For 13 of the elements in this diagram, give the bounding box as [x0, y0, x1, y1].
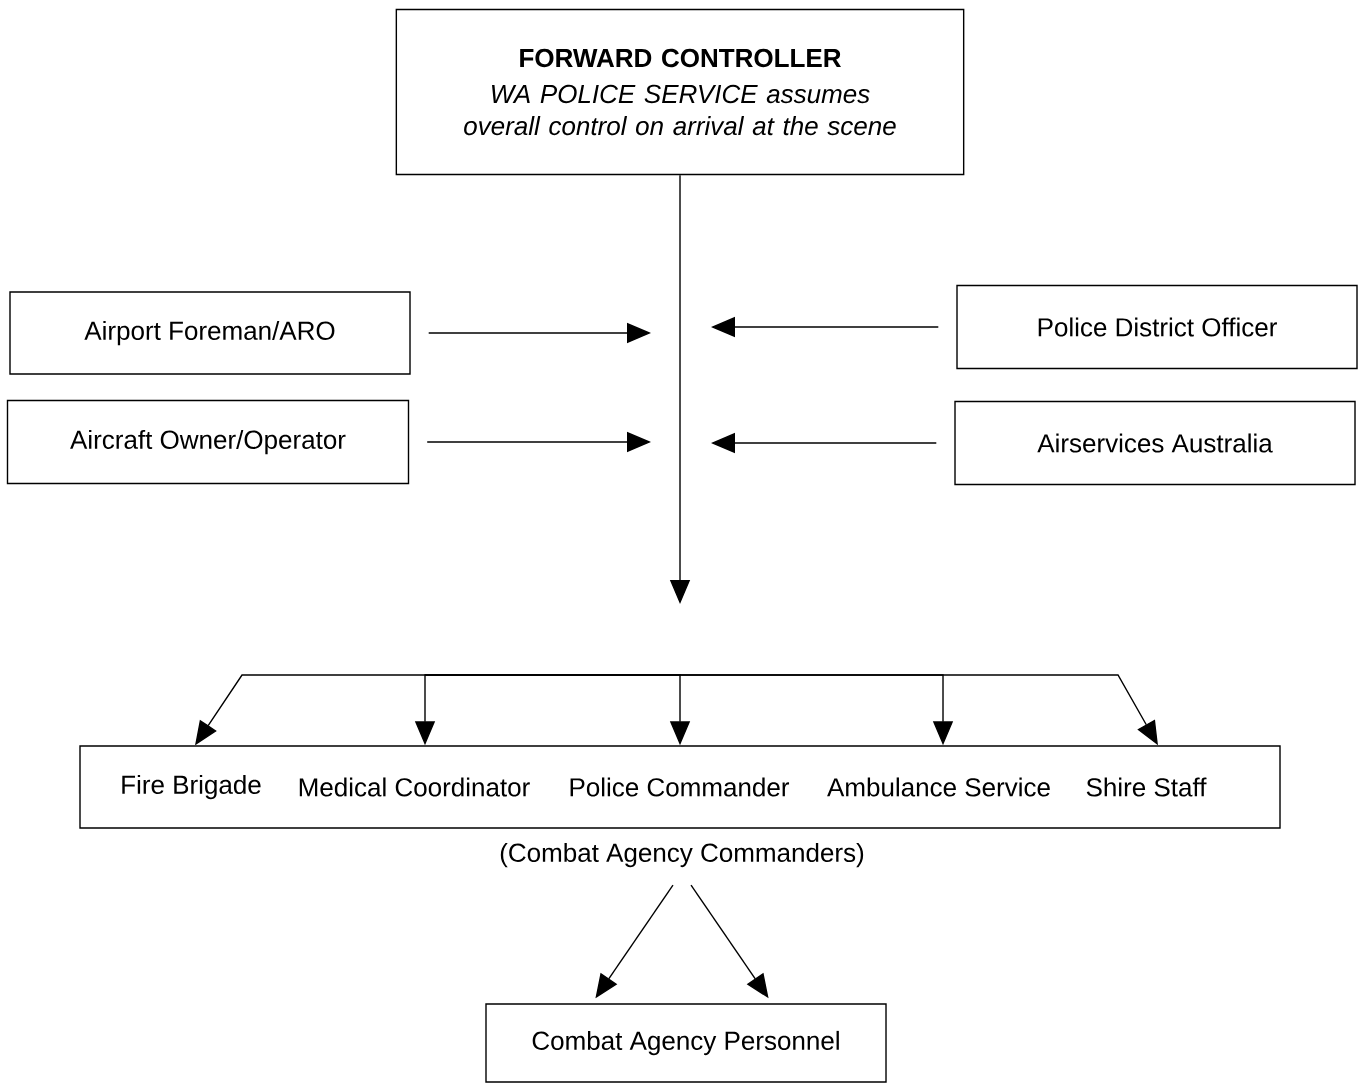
agency-label: Ambulance Service — [827, 777, 1050, 797]
group-box — [79, 745, 1281, 829]
process-box: Airport Foreman/ARO — [9, 291, 411, 375]
process-box: Airservices Australia — [954, 400, 1356, 486]
process-box: Combat Agency Personnel — [485, 1003, 887, 1083]
agency-label: Fire Brigade — [122, 774, 261, 800]
controller-box: FORWARD CONTROLLER WA POLICE SERVICE assumes overall control on arrival at the scene — [395, 8, 965, 176]
group-caption: (Combat Agency Commanders) — [500, 842, 864, 868]
process-box: Aircraft Owner/Operator — [6, 399, 410, 485]
agency-label: Medical Coordinator — [299, 777, 530, 797]
agency-label: Police Commander — [570, 777, 790, 797]
agency-label: Shire Staff — [1086, 777, 1207, 797]
process-box: Police District Officer — [956, 284, 1358, 370]
